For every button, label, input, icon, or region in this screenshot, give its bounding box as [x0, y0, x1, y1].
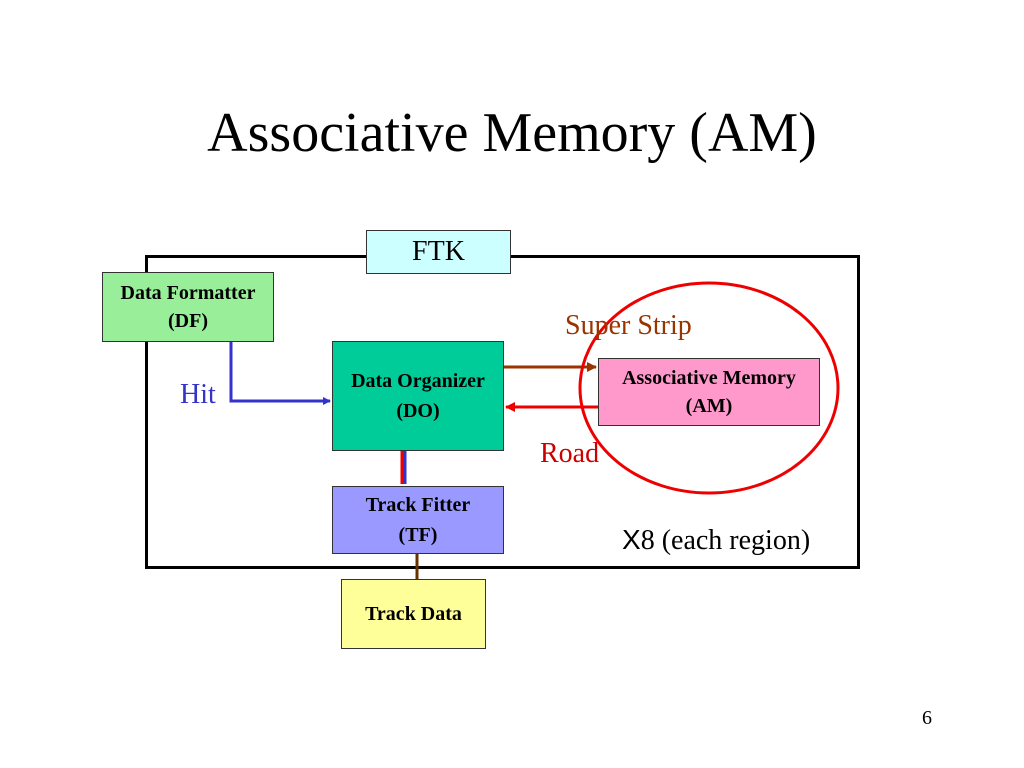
data-formatter-name: Data Formatter — [120, 282, 256, 304]
super-strip-label: Super Strip — [565, 310, 692, 341]
slide-title: Associative Memory (AM) — [207, 102, 817, 164]
track-data-label: Track Data — [365, 602, 462, 625]
associative-memory-name: Associative Memory — [622, 367, 796, 389]
hit-label: Hit — [180, 379, 216, 410]
multiplicity-text: 8 (each region) — [640, 525, 811, 556]
track-data-block: Track Data — [341, 579, 486, 649]
track-fitter-name: Track Fitter — [365, 494, 471, 516]
page-number: 6 — [922, 707, 932, 729]
track-fitter-abbr: (TF) — [398, 524, 438, 546]
multiplicity-prefix: X — [622, 524, 641, 555]
ftk-label-box: FTK — [366, 230, 511, 274]
data-organizer-abbr: (DO) — [396, 400, 440, 422]
ftk-label: FTK — [412, 236, 465, 267]
road-label: Road — [540, 438, 600, 469]
associative-memory-block: Associative Memory (AM) — [598, 358, 820, 426]
data-formatter-block: Data Formatter (DF) — [102, 272, 274, 342]
track-fitter-block: Track Fitter (TF) — [332, 486, 504, 554]
multiplicity-label: X8 (each region) — [622, 524, 810, 557]
data-organizer-block: Data Organizer (DO) — [332, 341, 504, 451]
data-organizer-name: Data Organizer — [351, 370, 485, 392]
associative-memory-abbr: (AM) — [685, 395, 733, 417]
data-formatter-abbr: (DF) — [168, 310, 208, 332]
